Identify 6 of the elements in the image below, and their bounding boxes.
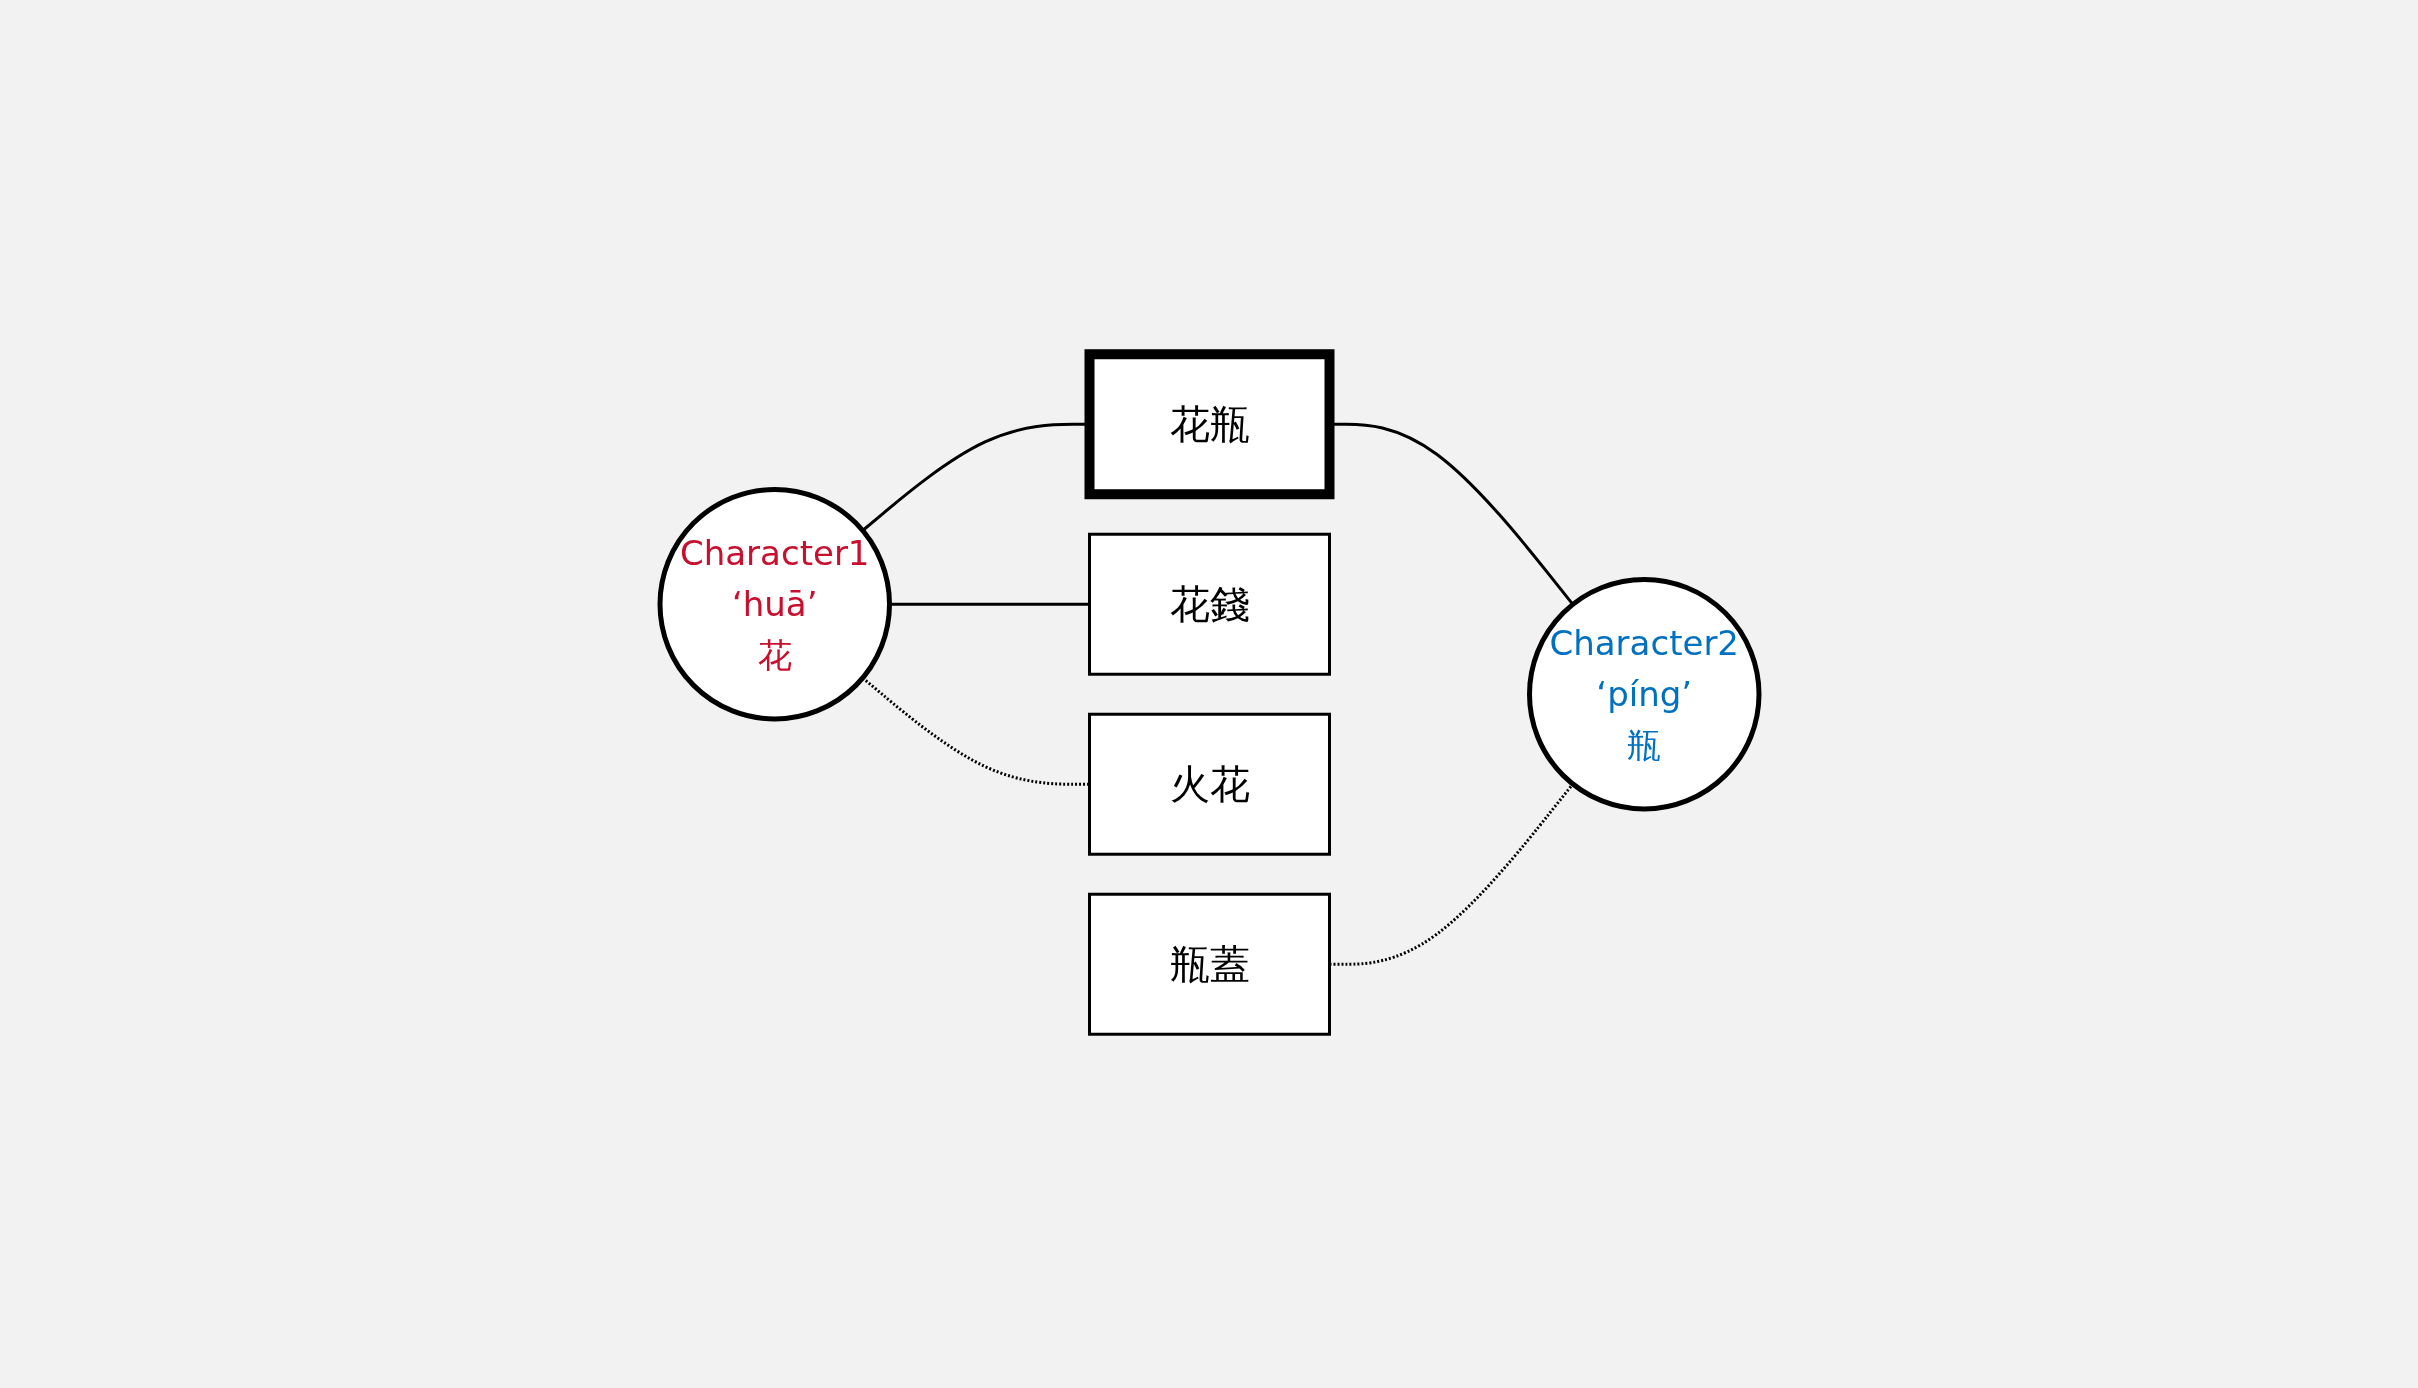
node-box: 花瓶 (1084, 349, 1334, 499)
node-circle: Character2 ‘píng’ 瓶 (1526, 576, 1761, 812)
node-box: 火花 (1087, 712, 1331, 856)
node-circle: Character1 ‘huā’ 花 (657, 486, 892, 722)
node-box: 瓶蓋 (1087, 892, 1331, 1036)
node-box: 花錢 (1087, 532, 1331, 676)
